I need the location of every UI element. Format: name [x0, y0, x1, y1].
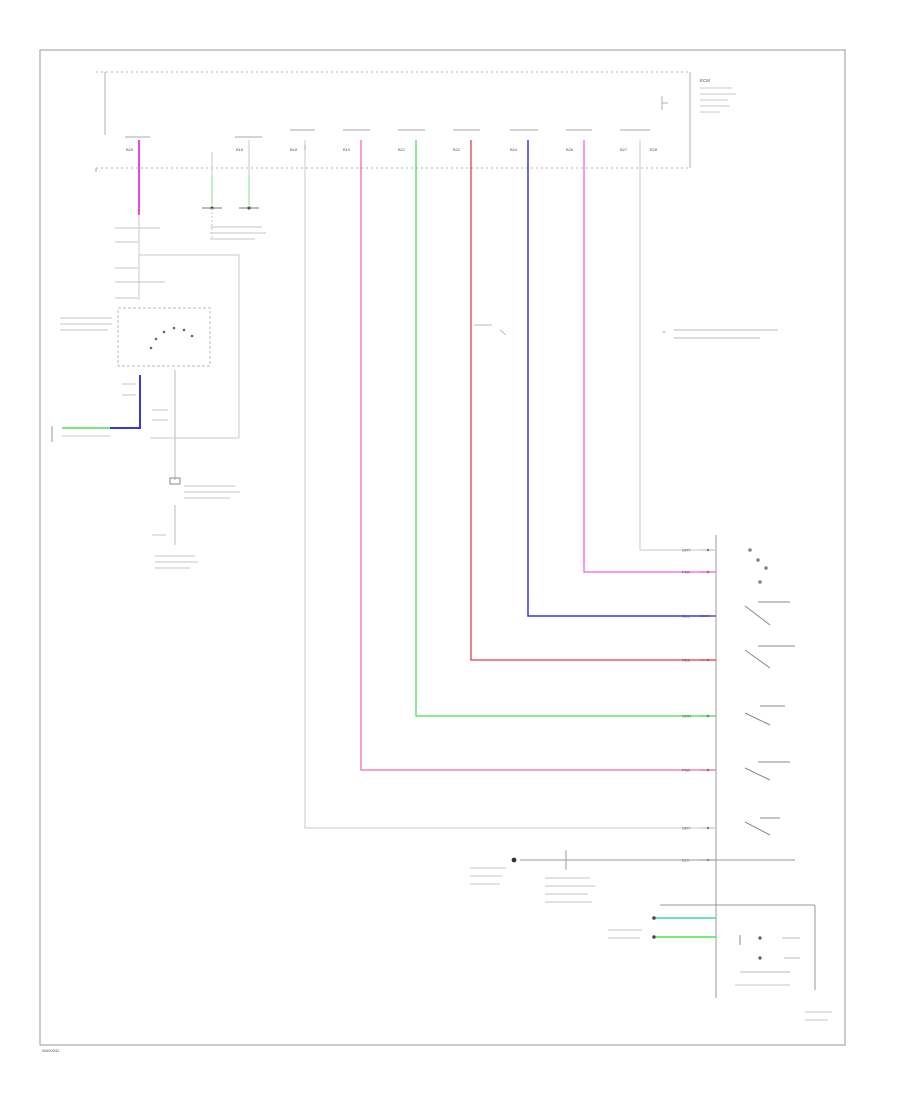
transmission-range-sensor: [117, 307, 211, 367]
ecm-pin-label: B16: [236, 147, 244, 152]
wire-gray-b28: [639, 140, 700, 551]
switch-row-terminal: [706, 826, 710, 830]
ecm-pin-labels: B29 B16 B18 B10 B21 B22 B24 B26 B27 B28: [126, 147, 658, 152]
ecm-label: ECM: [700, 78, 710, 83]
ecm-module: [96, 71, 691, 169]
wire-pink: [583, 140, 710, 573]
joint-connector: [202, 140, 259, 240]
switch-row-wire-label: GRN: [682, 714, 691, 719]
switch-row-wire-label: GRY: [682, 548, 691, 553]
ecm-pin-label: B29: [126, 147, 134, 152]
switch-row-wire-label: BLU: [682, 614, 690, 619]
ecm-pin-label: B26: [566, 147, 574, 152]
ecm-wire-ticks: [95, 145, 306, 172]
switch-row-wire-label: RED: [682, 658, 691, 663]
ecm-pin-label: B24: [510, 147, 518, 152]
switch-row-terminal: [706, 570, 710, 574]
switch-row-wire-label: PNK: [682, 768, 691, 773]
ecm-pin-label: B22: [453, 147, 461, 152]
ecm-pin-label: B10: [343, 147, 351, 152]
switch-symbols: [744, 548, 795, 836]
footer-code: WA00042: [42, 1048, 60, 1053]
wire-gray-b10: [304, 140, 700, 829]
component-label-strokes: [60, 226, 832, 1021]
switch-row-terminal: [706, 548, 710, 552]
bottom-submodule: [660, 904, 816, 990]
ecm-pin-label: B28: [650, 147, 658, 152]
switch-row-terminal: [706, 768, 710, 772]
ecm-pin-tabs: [125, 129, 650, 138]
bottom-row-terminal: [652, 916, 656, 920]
switch-row-terminal: [706, 614, 710, 618]
center-annotation: [474, 324, 507, 336]
bottom-rows: [652, 916, 716, 939]
sensor-link: [139, 254, 240, 439]
starter-connector: [169, 477, 181, 485]
switch-row-wire-label: GRY: [682, 826, 691, 831]
ecm-pin-label: B27: [620, 147, 628, 152]
sensor-contacts: [149, 326, 194, 350]
switch-row-terminal: [706, 714, 710, 718]
diagram-frame: [39, 49, 846, 1046]
battery-feed: [511, 850, 795, 870]
ecm-side-lines: [700, 87, 736, 113]
right-annotation: [662, 329, 778, 339]
ecm-pin-label: B21: [398, 147, 406, 152]
wire-blue: [527, 140, 710, 617]
bottom-submodule-contacts: [739, 935, 800, 973]
wire-red: [470, 140, 710, 661]
wire-pink-red: [360, 140, 710, 771]
bottom-row-terminal: [652, 935, 656, 939]
wire-green: [415, 140, 710, 717]
ecm-pin-label: B18: [290, 147, 298, 152]
switch-row-wire-label: PNK: [682, 570, 691, 575]
switch-row-terminal: [706, 658, 710, 662]
wire-blue-sensor: [62, 375, 141, 437]
